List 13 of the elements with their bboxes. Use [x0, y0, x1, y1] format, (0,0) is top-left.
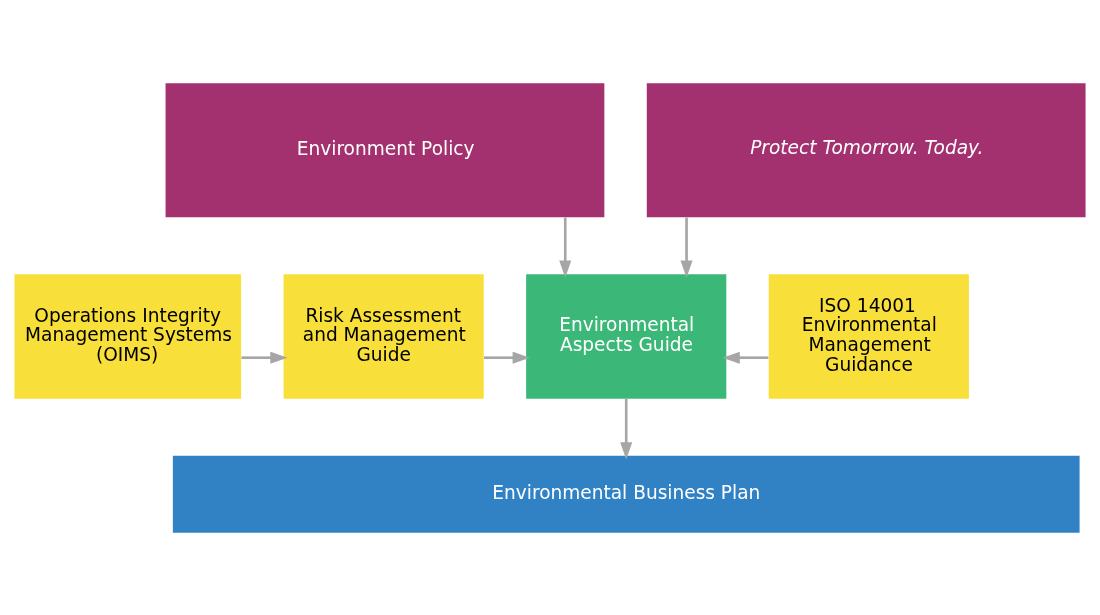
node-box: Risk Assessment and Management Guide	[283, 273, 484, 399]
node-box: Protect Tomorrow. Today.	[646, 82, 1086, 217]
arrow	[559, 217, 572, 278]
node-box: Environmental Business Plan	[172, 455, 1080, 533]
node-box: Environment Policy	[165, 82, 605, 217]
node-box: ISO 14001 Environmental Management Guidance	[768, 273, 969, 399]
node-box: Environmental Aspects Guide	[526, 273, 727, 399]
arrow	[620, 398, 633, 459]
arrow	[241, 351, 288, 364]
arrow	[484, 351, 530, 364]
arrow	[680, 217, 693, 278]
arrow	[722, 351, 769, 364]
node-box: Operations Integrity Management Systems (OIMS)	[14, 273, 242, 399]
